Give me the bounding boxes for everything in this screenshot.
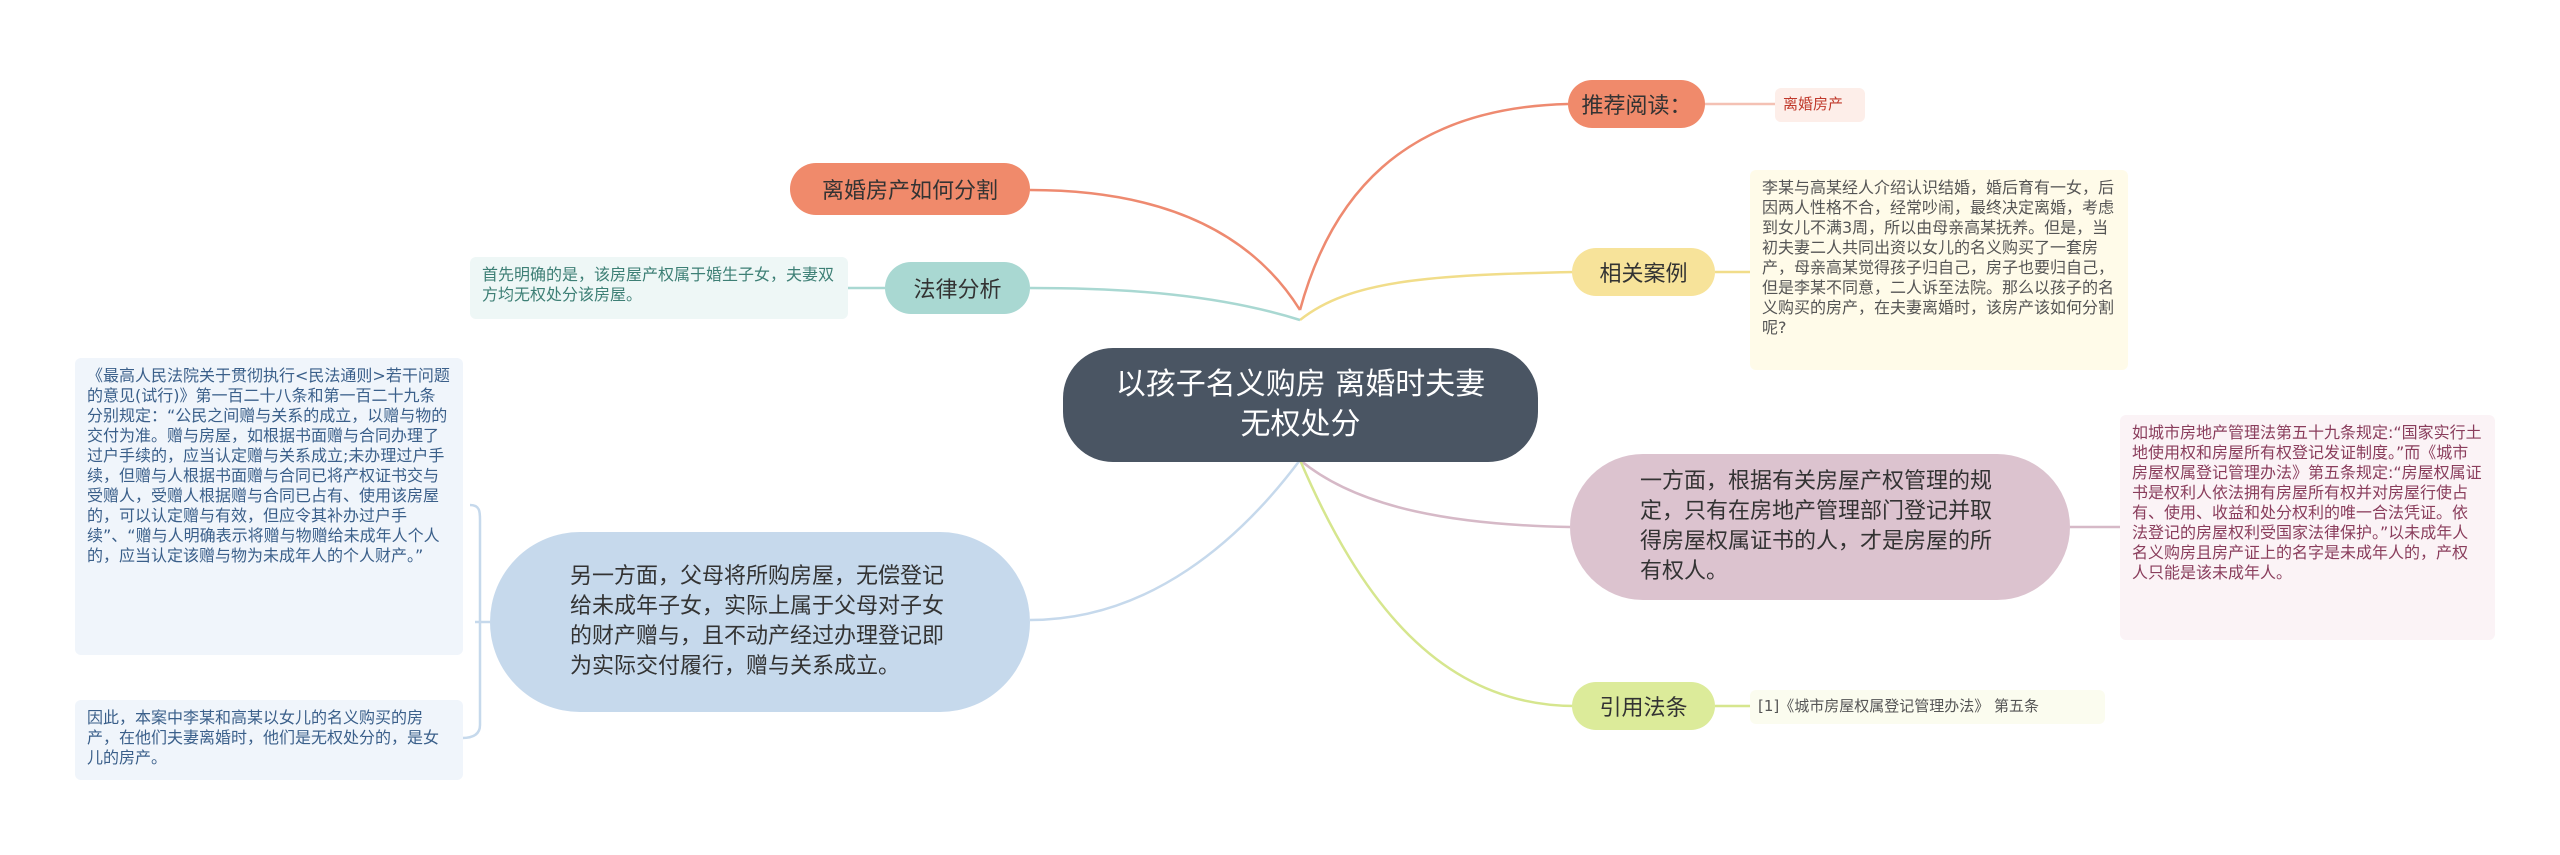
branch-division-label: 离婚房产如何分割	[821, 179, 998, 204]
gift-note-2: 因此，本案中李某和高某以女儿的名义购买的房产，在他们夫妻离婚时，他们是无权处分的…	[75, 700, 463, 780]
central-topic-title: 以孩子名义购房 离婚时夫妻无权处分	[1115, 367, 1486, 442]
gift-note-2-text: 因此，本案中李某和高某以女儿的名义购买的房产，在他们夫妻离婚时，他们是无权处分的…	[87, 708, 440, 767]
branch-case[interactable]: 相关案例	[1572, 248, 1715, 296]
law-ref: [1]《城市房屋权属登记管理办法》 第五条	[1758, 697, 2040, 715]
branch-ownership[interactable]: 一方面，根据有关房屋产权管理的规定，只有在房地产管理部门登记并取得房屋权属证书的…	[1570, 454, 2070, 600]
link-gift-bracket	[461, 503, 482, 740]
branch-legal-analysis-label: 法律分析	[913, 278, 1002, 303]
case-note-text: 李某与高某经人介绍认识结婚，婚后育有一女，后因两人性格不合，经常吵闹，最终决定离…	[1762, 178, 2115, 337]
branch-law-label: 引用法条	[1599, 696, 1688, 721]
branch-recommend-label: 推荐阅读：	[1581, 94, 1692, 119]
case-note: 李某与高某经人介绍认识结婚，婚后育有一女，后因两人性格不合，经常吵闹，最终决定离…	[1750, 170, 2128, 370]
law-ref-box: [1]《城市房屋权属登记管理办法》 第五条	[1750, 690, 2105, 724]
branch-division[interactable]: 离婚房产如何分割	[790, 163, 1030, 215]
link-law	[1298, 459, 1576, 708]
legal-analysis-note: 首先明确的是，该房屋产权属于婚生子女，夫妻双方均无权处分该房屋。	[470, 257, 848, 319]
recommend-link[interactable]: 离婚房产	[1783, 95, 1844, 113]
link-division	[1029, 188, 1302, 311]
branch-gift-label: 另一方面，父母将所购房屋，无偿登记给未成年子女，实际上属于父母对子女的财产赠与，…	[570, 564, 945, 679]
branch-law[interactable]: 引用法条	[1572, 682, 1715, 730]
gift-note-1: 《最高人民法院关于贯彻执行<民法通则>若干问题的意见(试行)》第一百二十八条和第…	[75, 358, 463, 655]
branch-gift[interactable]: 另一方面，父母将所购房屋，无偿登记给未成年子女，实际上属于父母对子女的财产赠与，…	[490, 532, 1030, 712]
link-ownership	[1299, 459, 1571, 529]
legal-analysis-note-text: 首先明确的是，该房屋产权属于婚生子女，夫妻双方均无权处分该房屋。	[482, 265, 835, 304]
branch-recommend[interactable]: 推荐阅读：	[1568, 80, 1705, 128]
central-topic[interactable]: 以孩子名义购房 离婚时夫妻无权处分	[1063, 348, 1538, 462]
ownership-note: 如城市房地产管理法第五十九条规定:“国家实行土地使用权和房屋所有权登记发证制度。…	[2120, 415, 2495, 640]
branch-legal-analysis[interactable]: 法律分析	[885, 262, 1030, 314]
gift-note-1-text: 《最高人民法院关于贯彻执行<民法通则>若干问题的意见(试行)》第一百二十八条和第…	[87, 366, 450, 565]
link-analysis	[1029, 286, 1301, 322]
branch-case-label: 相关案例	[1599, 262, 1688, 287]
link-case	[1299, 270, 1576, 321]
recommend-link-box[interactable]: 离婚房产	[1775, 88, 1865, 122]
link-gift	[1029, 459, 1301, 622]
branch-ownership-label: 一方面，根据有关房屋产权管理的规定，只有在房地产管理部门登记并取得房屋权属证书的…	[1640, 469, 1993, 584]
ownership-note-text: 如城市房地产管理法第五十九条规定:“国家实行土地使用权和房屋所有权登记发证制度。…	[2132, 423, 2482, 582]
link-recommend	[1298, 102, 1569, 311]
